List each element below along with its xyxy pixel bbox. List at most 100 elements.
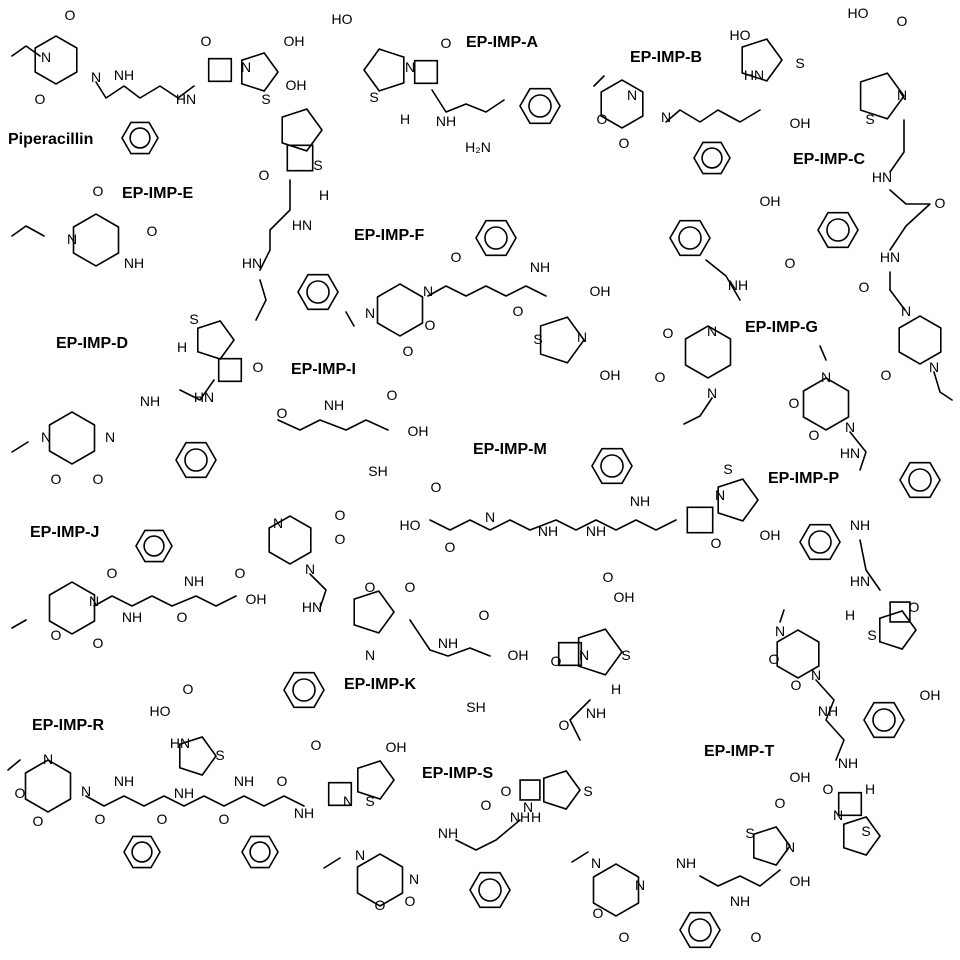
- atom-nh: NH: [122, 609, 142, 625]
- imp-r-phenyl: [123, 835, 161, 869]
- imp-t-phenyl-2: [679, 911, 721, 949]
- atom-hn: HN: [302, 599, 322, 615]
- imp-j-ethyl: [11, 619, 27, 629]
- atom-o: O: [551, 653, 562, 669]
- atom-hn: HN: [850, 573, 870, 589]
- atom-s: S: [533, 331, 542, 347]
- atom-hn: HN: [194, 389, 214, 405]
- atom-n: N: [523, 799, 533, 815]
- atom-oh: OH: [590, 283, 611, 299]
- imp-r-phenyl-2-aromatic: [249, 841, 271, 863]
- imp-j-chain: [93, 595, 237, 607]
- atom-s: S: [365, 793, 374, 809]
- atom-n: N: [577, 329, 587, 345]
- atom-s: S: [867, 627, 876, 643]
- atom-ho: HO: [400, 517, 421, 533]
- imp-c-piperazine-ring: [898, 315, 942, 365]
- imp-m-chain: [429, 519, 677, 531]
- atom-oh: OH: [920, 687, 941, 703]
- imp-c-chain: [889, 189, 931, 251]
- atom-nh: NH: [140, 393, 160, 409]
- atom-o: O: [431, 479, 442, 495]
- atom-nh: NH: [174, 785, 194, 801]
- atom-s: S: [745, 825, 754, 841]
- atom-o: O: [775, 795, 786, 811]
- atom-o: O: [405, 893, 416, 909]
- atom-o: O: [603, 569, 614, 585]
- imp-j-phenyl-aromatic: [143, 535, 165, 557]
- atom-o: O: [51, 471, 62, 487]
- atom-nh: NH: [818, 703, 838, 719]
- atom-n: N: [91, 69, 101, 85]
- imp-s-phenyl: [469, 871, 511, 909]
- imp-k-piperazine-ring: [268, 515, 312, 565]
- imp-j-piperazine-ring: [48, 581, 96, 635]
- atom-o: O: [897, 13, 908, 29]
- atom-h: H: [845, 607, 855, 623]
- atom-o: O: [597, 111, 608, 127]
- atom-o: O: [445, 539, 456, 555]
- imp-d-thiazolidine-mid: [197, 320, 235, 360]
- imp-c-phenyl-aromatic: [826, 218, 850, 242]
- label-ep-imp-a: EP-IMP-A: [466, 34, 538, 51]
- atom-s: S: [723, 461, 732, 477]
- imp-t-ethyl-2: [571, 851, 589, 863]
- imp-a-thiazolidine: [363, 48, 405, 92]
- imp-s-thiazolidine-2: [543, 770, 581, 810]
- atom-hn: HN: [840, 445, 860, 461]
- label-ep-imp-e: EP-IMP-E: [122, 185, 194, 202]
- atom-oh: OH: [790, 873, 811, 889]
- imp-d-chain-top: [259, 179, 291, 271]
- atom-n: N: [661, 109, 671, 125]
- imp-r-phenyl-2: [241, 835, 279, 869]
- atom-h: H: [177, 339, 187, 355]
- atom-n: N: [785, 839, 795, 855]
- imp-r-thiazolidine-2: [357, 760, 395, 800]
- imp-g-phenyl-aromatic: [678, 226, 702, 250]
- atom-s: S: [189, 311, 198, 327]
- atom-o: O: [823, 781, 834, 797]
- atom-n: N: [485, 509, 495, 525]
- atom-o: O: [451, 249, 462, 265]
- atom-o: O: [481, 797, 492, 813]
- imp-k-urea: [309, 573, 327, 609]
- imp-b-phenyl: [693, 141, 731, 175]
- atom-h: H: [865, 781, 875, 797]
- atom-o: O: [65, 7, 76, 23]
- imp-i-chain: [277, 419, 389, 431]
- atom-o: O: [809, 427, 820, 443]
- imp-m-thiazolidine: [717, 478, 759, 522]
- imp-t-piperazine-ring: [776, 629, 820, 679]
- atom-nh: NH: [438, 635, 458, 651]
- atom-oh: OH: [508, 647, 529, 663]
- atom-nh: NH: [324, 397, 344, 413]
- atom-s: S: [215, 747, 224, 763]
- atom-n: N: [821, 369, 831, 385]
- atom-n: N: [833, 807, 843, 823]
- imp-t-beta-lactam: [837, 791, 863, 817]
- atom-ho: HO: [332, 11, 353, 27]
- imp-a-side-chain: [431, 89, 505, 113]
- imp-f-piperazine-ring: [376, 283, 424, 337]
- piperacillin-chain: [95, 81, 195, 99]
- atom-n: N: [715, 487, 725, 503]
- atom-n: N: [343, 793, 353, 809]
- atom-o: O: [157, 811, 168, 827]
- atom-o: O: [177, 609, 188, 625]
- piperacillin-piperazine-ring: [34, 35, 78, 85]
- atom-n: N: [365, 305, 375, 321]
- imp-e-piperazine-ring: [72, 213, 120, 267]
- atom-n: N: [775, 623, 785, 639]
- piperacillin-ethyl: [11, 45, 41, 57]
- imp-d-phenyl-top-aromatic: [306, 280, 330, 304]
- atom-o: O: [619, 929, 630, 945]
- atom-n: N: [273, 515, 283, 531]
- label-ep-imp-s: EP-IMP-S: [422, 765, 494, 782]
- atom-nh: NH: [184, 573, 204, 589]
- imp-b-ethyl: [593, 75, 605, 87]
- imp-r-piperazine-ring: [24, 759, 72, 813]
- atom-nh: NH: [294, 805, 314, 821]
- atom-o: O: [147, 223, 158, 239]
